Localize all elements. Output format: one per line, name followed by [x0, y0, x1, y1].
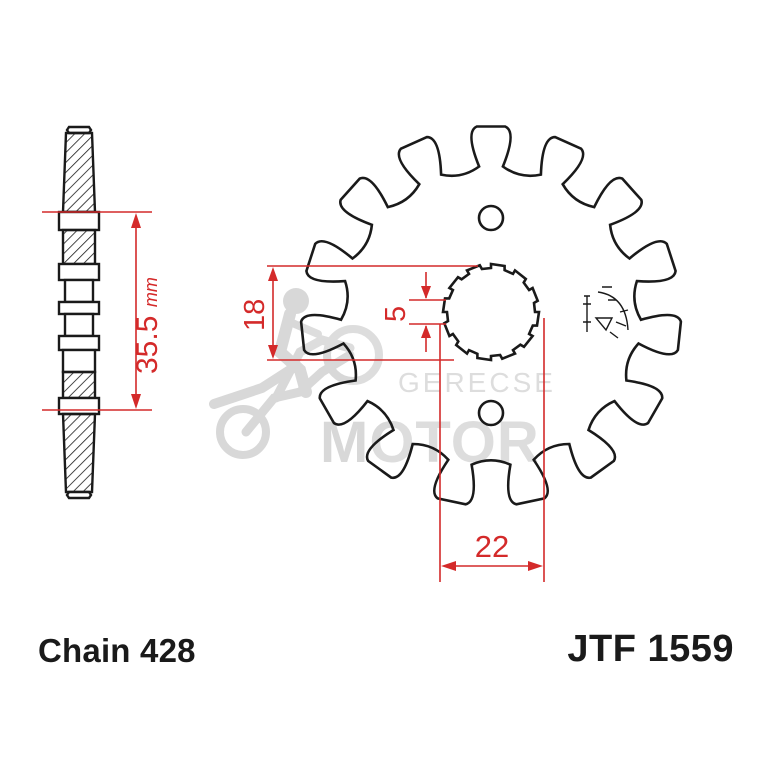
bolt-circle-value: 35.5: [131, 316, 164, 374]
spline-dimensions: [267, 265, 545, 582]
bolt-hole-top: [477, 204, 505, 232]
sprocket-side-view: [57, 125, 101, 500]
watermark-line-1: GERECSE: [398, 367, 556, 398]
watermark-line-2: MOTOR: [320, 410, 540, 475]
rotation-direction-icon: [583, 286, 629, 339]
svg-text:35.5 mm: 35.5 mm: [131, 277, 164, 374]
watermark-logo: GERECSE MOTOR: [209, 288, 556, 475]
spline-inner-value: 5: [380, 306, 412, 322]
part-number: JTF 1559: [567, 628, 734, 670]
spline-outer-value: 18: [239, 299, 271, 331]
bolt-circle-dimension: 35.5 mm: [42, 211, 164, 411]
chain-size-label: Chain 428: [38, 632, 196, 669]
bolt-hole-bottom: [477, 399, 505, 427]
spline-width-value: 22: [475, 529, 509, 564]
spline-bore: [441, 262, 541, 362]
sprocket-front-view: [299, 125, 683, 506]
bolt-circle-unit: mm: [141, 277, 161, 307]
